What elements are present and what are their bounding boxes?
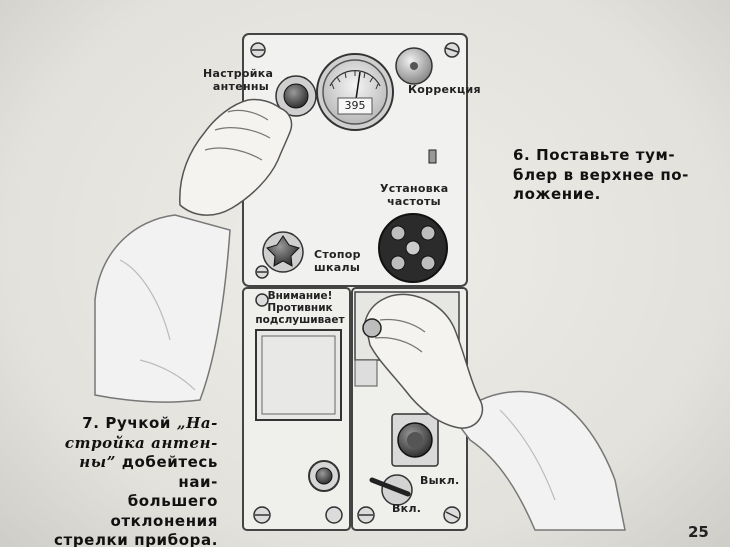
step7-caption: 7. Ручкой „На- стройка антен- ны” добейт… [54, 414, 218, 547]
right-hand [364, 293, 484, 429]
antenna-tuning-label: Настройка антенны [203, 67, 274, 93]
lower-left-jack [308, 460, 340, 492]
correction-knob [395, 47, 433, 85]
upper-toggle [428, 149, 437, 164]
left-hand [179, 98, 293, 216]
antenna-tuning-knob [275, 75, 317, 117]
correction-label: Коррекция [408, 83, 481, 96]
scale-lock-knob [262, 231, 304, 273]
right-sleeve [454, 390, 626, 531]
scale-lock-label: Стопор шкалы [314, 248, 361, 274]
power-switch [369, 474, 413, 506]
switch-off-label: Выкл. [420, 474, 460, 487]
left-sleeve [94, 214, 231, 403]
connector-socket [391, 413, 439, 467]
frequency-setting-label: Установка частоты [380, 182, 449, 208]
warning-plate [255, 329, 342, 421]
step6-caption: 6. Поставьте тум- блер в верхнее по- лож… [513, 146, 690, 203]
warning-label: Внимание! Противник подслушивает [255, 290, 345, 327]
meter-reading: 395 [344, 99, 366, 112]
page-number: 25 [688, 523, 709, 541]
switch-on-label: Вкл. [392, 502, 422, 515]
antenna-meter [316, 53, 394, 131]
frequency-dial [378, 213, 448, 283]
